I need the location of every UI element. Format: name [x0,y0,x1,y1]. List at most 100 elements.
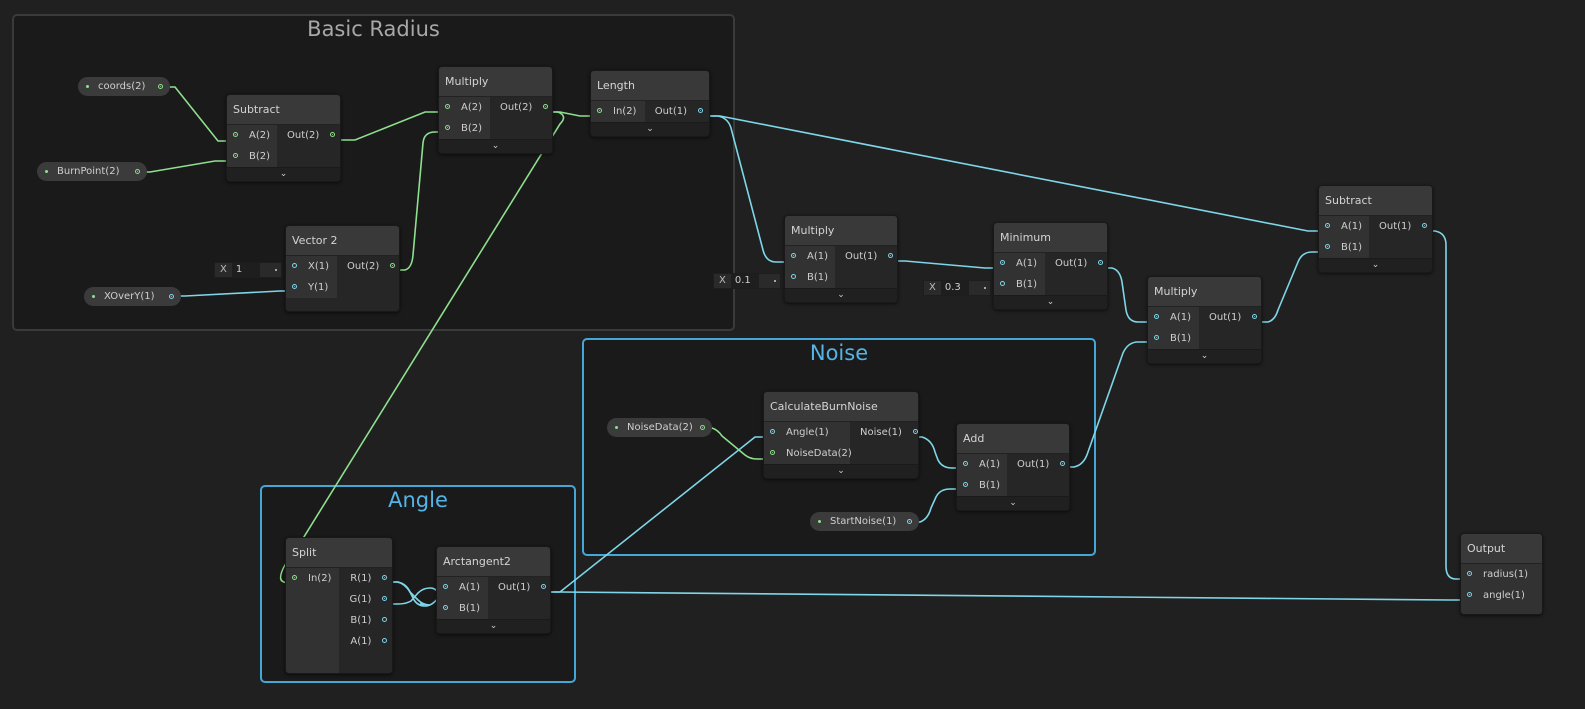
port-out[interactable]: Out(2) [277,125,340,146]
port-out-icon[interactable] [382,575,388,580]
expander-chevron-down-icon[interactable]: ⌄ [994,295,1107,309]
port-in-icon[interactable] [963,461,968,466]
port-out-g[interactable]: G(1) [339,589,392,610]
property-burnpoint[interactable]: BurnPoint(2) [37,162,147,181]
port-in-icon[interactable] [791,253,796,258]
node-title[interactable]: Subtract [227,95,340,125]
port-out-icon[interactable] [888,253,894,258]
port-in-b[interactable]: B(1) [1319,237,1369,258]
vector2-x-field[interactable]: X 1 [214,262,282,278]
port-in-b[interactable]: B(1) [785,267,835,288]
port-out-icon[interactable] [135,169,140,174]
port-in-icon[interactable] [1154,314,1159,319]
port-in-icon[interactable] [1000,260,1005,265]
port-in-icon[interactable] [233,153,238,158]
port-out-icon[interactable] [158,84,163,89]
port-in-icon[interactable] [1325,244,1330,249]
port-in-a[interactable]: A(1) [957,454,1007,475]
expander-chevron-down-icon[interactable]: ⌄ [957,496,1069,510]
port-in-icon[interactable] [770,429,775,434]
port-in-icon[interactable] [445,104,450,109]
port-out-icon[interactable] [1252,314,1258,319]
port-in-y[interactable]: Y(1) [286,277,337,298]
port-in-x[interactable]: X(1) [286,256,337,277]
port-in-a[interactable]: A(1) [785,246,835,267]
port-in-icon[interactable] [791,274,796,279]
port-out-a[interactable]: A(1) [339,631,392,652]
expander-chevron-down-icon[interactable]: ⌄ [1148,349,1261,363]
port-in-b[interactable]: B(1) [437,598,488,619]
port-in-a[interactable]: A(1) [994,253,1045,274]
minimum-b-field[interactable]: X 0.3 [923,280,991,296]
port-out-b[interactable]: B(1) [339,610,392,631]
port-out-icon[interactable] [330,132,336,137]
port-out-icon[interactable] [700,425,705,430]
node-output[interactable]: Output radius(1) angle(1) [1460,533,1543,615]
port-in[interactable]: In(2) [591,101,645,122]
port-in-b[interactable]: B(2) [227,146,277,167]
port-in-a[interactable]: A(1) [437,577,488,598]
node-title[interactable]: Multiply [785,216,897,246]
node-multiply[interactable]: Multiply A(2) B(2) Out(2) ⌄ [438,66,553,154]
node-arctangent2[interactable]: Arctangent2 A(1) B(1) Out(1) ⌄ [436,546,551,634]
property-startnoise[interactable]: StartNoise(1) [810,512,919,531]
node-minimum[interactable]: Minimum A(1) B(1) Out(1) ⌄ [993,222,1108,310]
port-out[interactable]: Out(1) [1007,454,1069,475]
node-multiply[interactable]: Multiply A(1) B(1) Out(1) ⌄ [784,215,898,303]
port-in-icon[interactable] [1154,335,1159,340]
expander-chevron-down-icon[interactable]: ⌄ [591,122,709,136]
port-out-icon[interactable] [698,108,703,113]
port-out-icon[interactable] [1060,461,1066,466]
port-out[interactable]: Out(1) [488,577,550,598]
port-in-icon[interactable] [292,575,297,580]
port-in-radius[interactable]: radius(1) [1461,564,1542,585]
port-in-a[interactable]: A(1) [1319,216,1369,237]
port-in-a[interactable]: A(2) [227,125,277,146]
port-in-icon[interactable] [1325,223,1330,228]
property-noisedata[interactable]: NoiseData(2) [607,418,712,437]
port-in-icon[interactable] [233,132,238,137]
field-value[interactable]: 0.1 [730,274,759,288]
node-add[interactable]: Add A(1) B(1) Out(1) ⌄ [956,423,1070,511]
node-multiply[interactable]: Multiply A(1) B(1) Out(1) ⌄ [1147,276,1262,364]
port-in-icon[interactable] [292,284,297,289]
node-title[interactable]: Multiply [439,67,552,97]
port-out[interactable]: Out(1) [1199,307,1261,328]
expander-chevron-down-icon[interactable]: ⌄ [227,167,340,181]
port-in-noisedata[interactable]: NoiseData(2) [764,443,852,464]
port-in-icon[interactable] [443,605,448,610]
node-length[interactable]: Length In(2) Out(1) ⌄ [590,70,710,137]
port-out-r[interactable]: R(1) [339,568,392,589]
node-title[interactable]: CalculateBurnNoise [764,392,918,422]
field-value[interactable]: 0.3 [940,281,969,295]
port-in-b[interactable]: B(1) [1148,328,1199,349]
property-xovery[interactable]: XOverY(1) [84,287,181,306]
port-in-b[interactable]: B(1) [957,475,1007,496]
port-out-icon[interactable] [382,638,388,643]
port-out[interactable]: Out(2) [490,97,552,118]
port-out-icon[interactable] [390,263,396,268]
node-title[interactable]: Output [1461,534,1542,564]
expander-chevron-down-icon[interactable]: ⌄ [785,288,897,302]
port-in-icon[interactable] [1467,592,1472,597]
expander-chevron-down-icon[interactable]: ⌄ [437,619,550,633]
property-coords[interactable]: coords(2) [78,77,170,96]
node-title[interactable]: Add [957,424,1069,454]
port-out-icon[interactable] [382,596,388,601]
node-title[interactable]: Multiply [1148,277,1261,307]
field-value[interactable]: 1 [231,263,260,277]
port-in-angle[interactable]: angle(1) [1461,585,1542,606]
node-calculate-burn-noise[interactable]: CalculateBurnNoise Angle(1) NoiseData(2)… [763,391,919,479]
port-out[interactable]: Out(1) [1045,253,1107,274]
node-title[interactable]: Split [286,538,392,568]
node-title[interactable]: Arctangent2 [437,547,550,577]
port-in[interactable]: In(2) [286,568,339,589]
port-out[interactable]: Out(1) [1369,216,1432,237]
port-in-icon[interactable] [770,450,775,455]
node-title[interactable]: Subtract [1319,186,1432,216]
port-out[interactable]: Out(1) [645,101,709,122]
port-in-icon[interactable] [292,263,297,268]
port-in-icon[interactable] [445,125,450,130]
port-out-icon[interactable] [907,519,912,524]
port-in-icon[interactable] [597,108,602,113]
